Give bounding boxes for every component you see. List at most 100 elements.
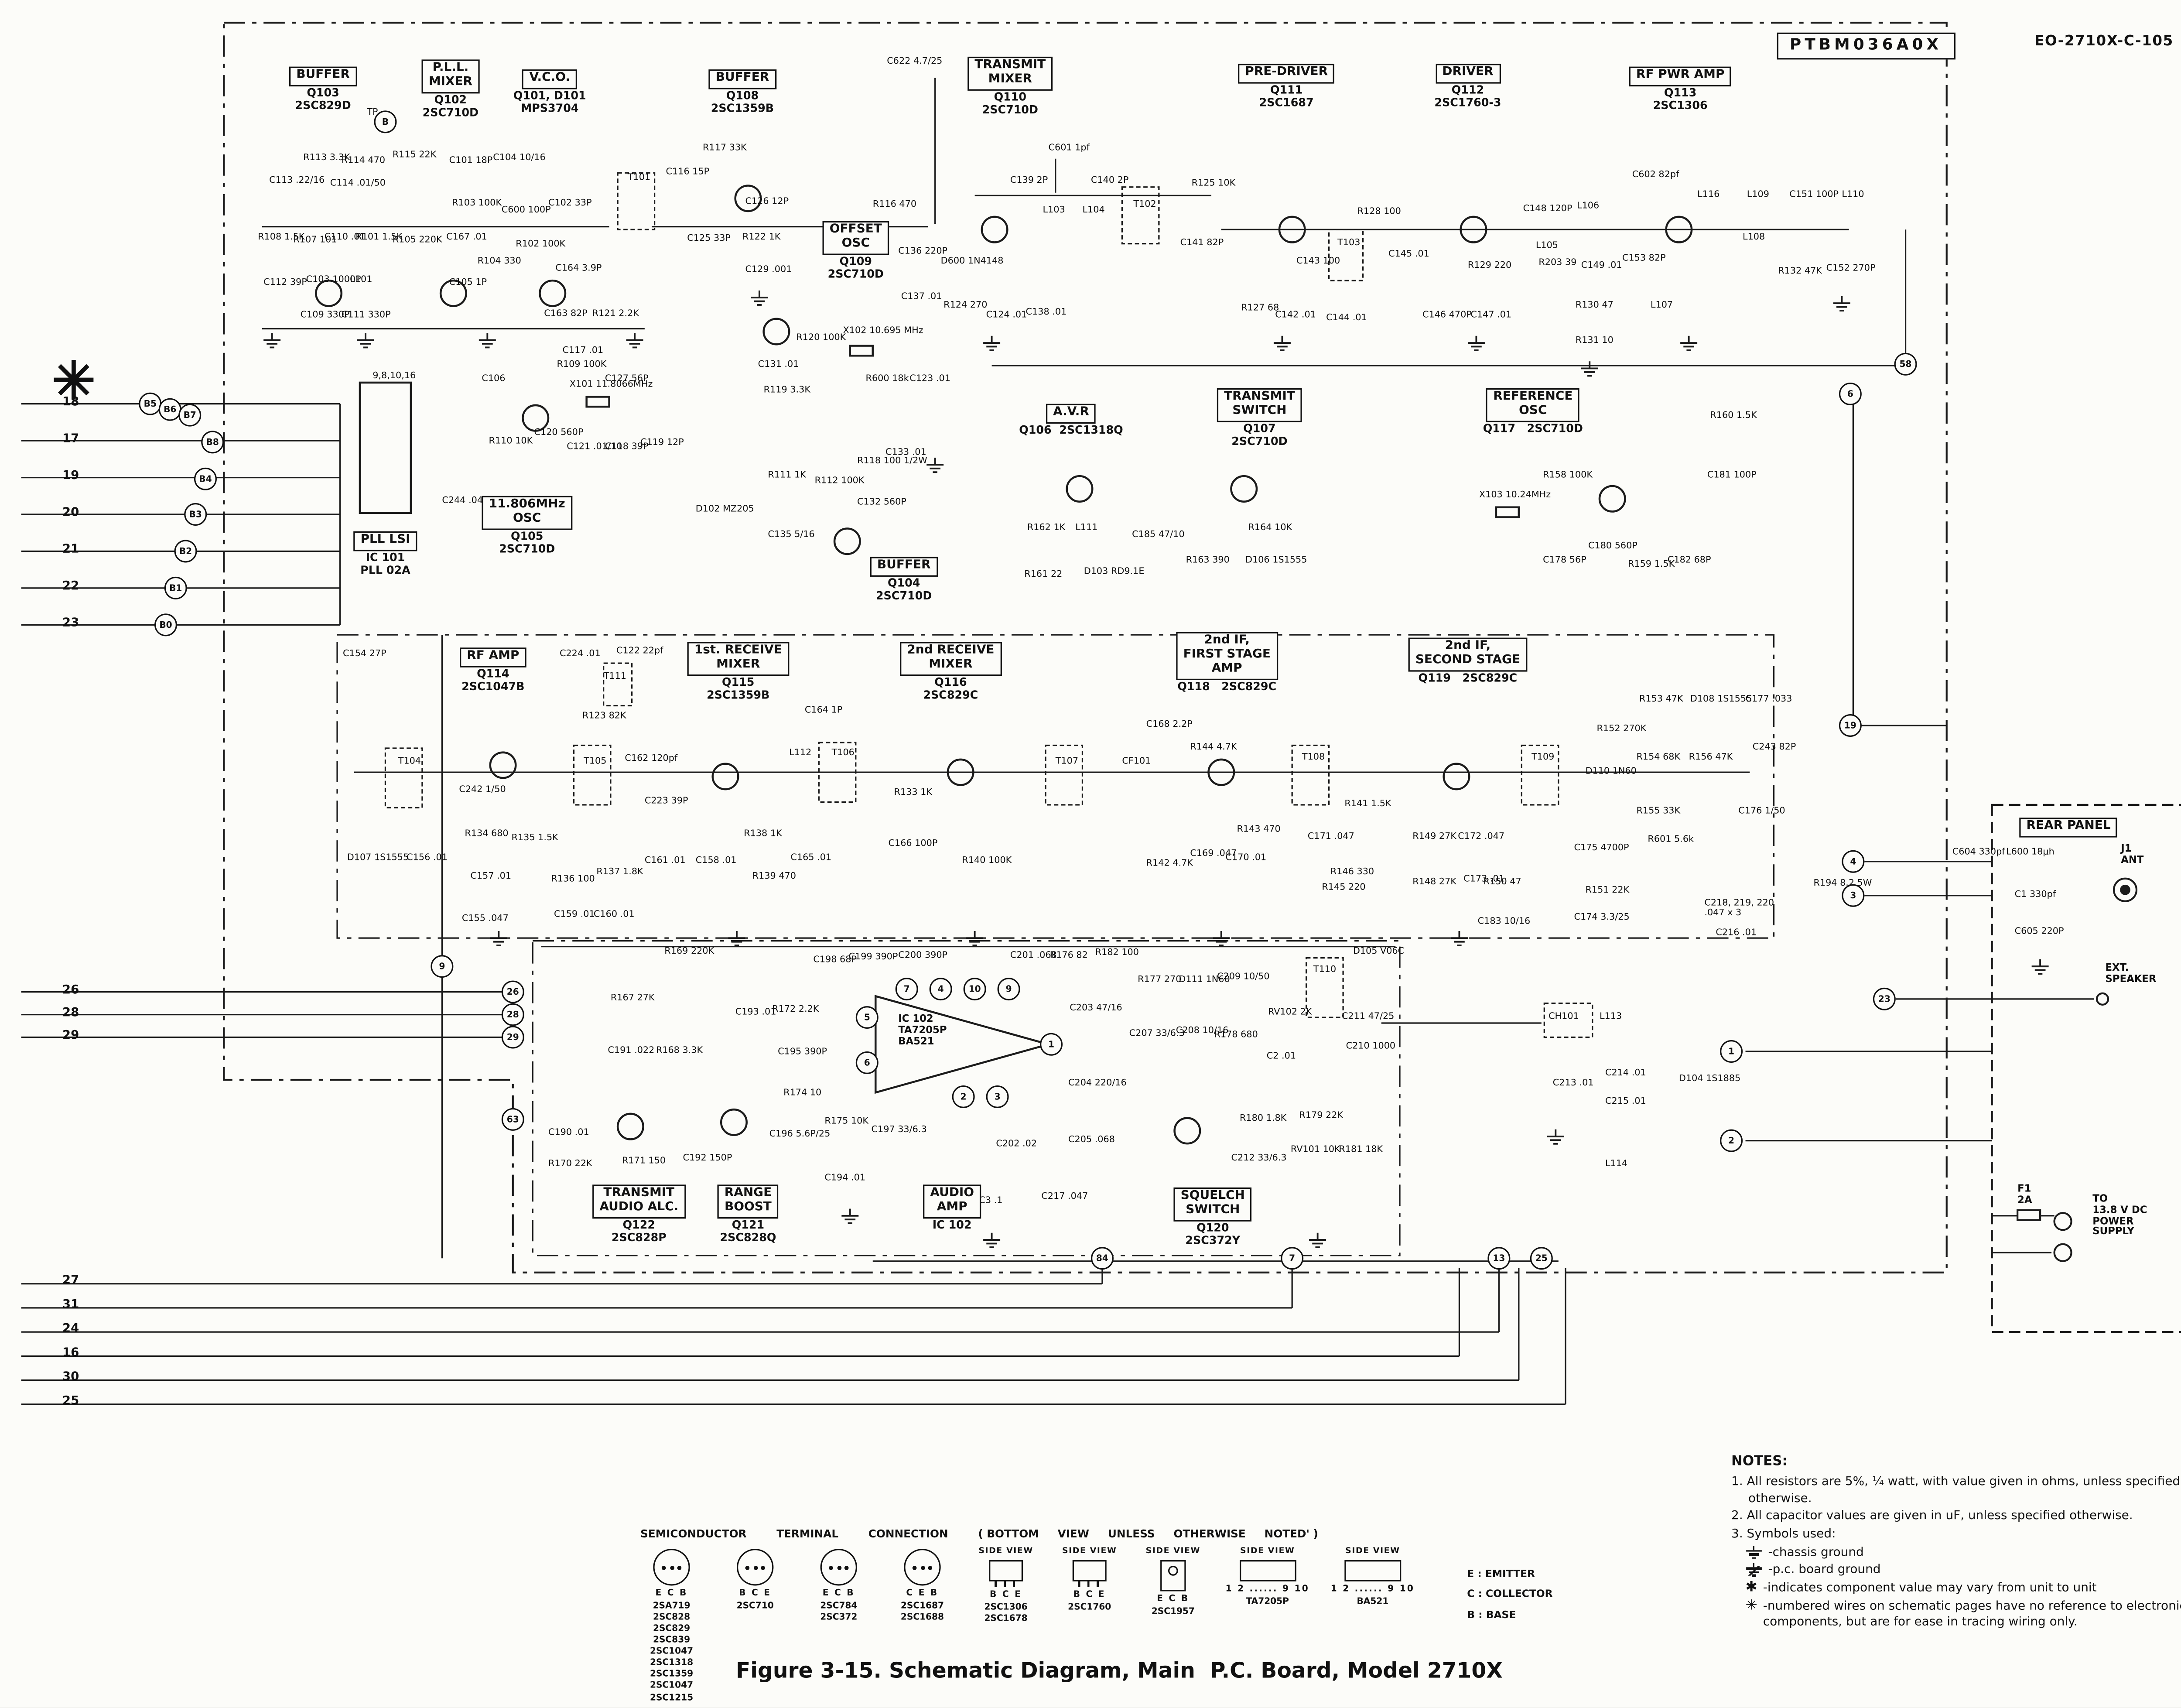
- note-item: ✱-indicates component value may vary fro…: [1731, 1581, 2181, 1597]
- component-label: R150 47: [1483, 876, 1521, 887]
- component-label: R152 270K: [1596, 722, 1647, 734]
- rear-panel-jacks: [2017, 877, 2138, 1262]
- block-title: OFFSET OSC: [822, 221, 889, 255]
- block-title: A.V.R: [1046, 404, 1097, 424]
- component-label: T110: [1313, 963, 1337, 975]
- component-label: C2 .01: [1266, 1050, 1296, 1061]
- block-subtitle: Q117 2SC710D: [1483, 422, 1583, 435]
- block-title: BUFFER: [870, 557, 938, 577]
- component-label: L108: [1743, 231, 1765, 243]
- pin-letters: E C B: [822, 1588, 855, 1598]
- block-label: PTBM036A0X: [1777, 28, 1955, 59]
- block-subtitle: 2SC710D: [499, 543, 555, 556]
- component-label: D600 1N4148: [940, 255, 1004, 267]
- component-label: R124 270: [944, 299, 988, 311]
- component-label: C601 1pf: [1048, 141, 1090, 153]
- block-subtitle: Q109: [839, 254, 872, 268]
- node-circle: B3: [184, 503, 207, 526]
- component-label: TO 13.8 V DC POWER SUPPLY: [2092, 1193, 2147, 1238]
- node-circle: 10: [963, 978, 986, 1001]
- ground-stem: [1753, 1563, 1755, 1568]
- note-item: 3. Symbols used:: [1731, 1527, 1836, 1542]
- component-label: C208 10/16: [1176, 1024, 1229, 1036]
- component-label: L113: [1599, 1010, 1622, 1022]
- component-label: R170 22K: [548, 1157, 592, 1169]
- block-subtitle: 2SC1687: [1259, 96, 1314, 110]
- component-label: C151 100P: [1789, 188, 1839, 200]
- component-label: C204 220/16: [1068, 1077, 1127, 1088]
- component-label: T103: [1337, 236, 1361, 248]
- component-label: C160 .01: [593, 908, 635, 920]
- block-subtitle: Q101, D101: [513, 89, 586, 102]
- component-label: C102 33P: [548, 197, 592, 209]
- component-label: R111 1K: [768, 469, 806, 481]
- pin-dot: [669, 1565, 674, 1570]
- component-label: C157 .01: [470, 870, 512, 882]
- part-numbers: 2SA719 2SC828 2SC829 2SC839 2SC1047 2SC1…: [650, 1601, 694, 1703]
- node-circle: 6: [1839, 382, 1862, 405]
- component-label: C166 100P: [888, 837, 938, 849]
- star-icon: [54, 359, 94, 400]
- circle-package-icon: [736, 1549, 774, 1586]
- component-label: R181 18K: [1339, 1143, 1383, 1155]
- component-label: C114 .01/50: [330, 177, 386, 188]
- rect-package-icon: [1072, 1560, 1107, 1587]
- component-label: R130 47: [1575, 299, 1614, 311]
- component-label: D102 MZ205: [695, 503, 754, 515]
- side-view-label: SIDE VIEW: [1240, 1547, 1295, 1556]
- component-label: C105 1P: [449, 276, 487, 288]
- component-label: C195 390P: [778, 1046, 827, 1058]
- component-label: R131 10: [1575, 334, 1614, 346]
- component-label: R138 1K: [744, 827, 782, 839]
- component-label: R110 10K: [489, 435, 533, 447]
- side-view-label: SIDE VIEW: [1145, 1547, 1201, 1556]
- pin-dot: [661, 1565, 666, 1570]
- note-item: -chassis ground: [1731, 1545, 2181, 1561]
- component-label: R101 1.5K: [356, 231, 403, 243]
- component-label: C217 .047: [1041, 1190, 1088, 1202]
- pin-letters: C E B: [906, 1588, 939, 1598]
- component-label: R177 270: [1138, 973, 1182, 985]
- pin-dot: [836, 1565, 841, 1570]
- wire-number: 29: [62, 1029, 79, 1043]
- star-icon: ✳: [1745, 1598, 1757, 1614]
- node-circle: 9: [431, 955, 454, 978]
- component-label: R135 1.5K: [511, 832, 558, 843]
- component-label: 9,8,10,16: [373, 370, 416, 381]
- component-label: C192 150P: [683, 1152, 732, 1164]
- component-label: R160 1.5K: [1710, 409, 1757, 421]
- component-label: D111 1N60: [1179, 973, 1230, 985]
- component-label: R116 470: [872, 198, 917, 210]
- block-subtitle: Q120: [1196, 1221, 1229, 1234]
- component-label: C604 330pf: [1952, 846, 2005, 858]
- component-label: R134 680: [465, 827, 509, 839]
- wire-number: 27: [62, 1273, 79, 1288]
- block-subtitle: Q108: [726, 89, 759, 102]
- block-title: RANGE BOOST: [717, 1184, 779, 1219]
- component-label: R108 1.5K: [258, 231, 305, 243]
- block-subtitle: Q105: [511, 529, 544, 543]
- component-label: C170 .01: [1225, 852, 1267, 863]
- component-label: R179 22K: [1299, 1109, 1343, 1121]
- component-label: R158 100K: [1543, 469, 1593, 481]
- node-circle: B: [374, 110, 397, 133]
- node-circle: 63: [501, 1108, 524, 1131]
- component-label: C190 .01: [548, 1126, 589, 1138]
- node-circle: 84: [1090, 1247, 1114, 1270]
- component-label: D110 1N60: [1585, 765, 1637, 777]
- component-label: C119 12P: [640, 436, 684, 448]
- component-label: C129 .001: [745, 264, 792, 275]
- block-title: RF AMP: [460, 647, 526, 667]
